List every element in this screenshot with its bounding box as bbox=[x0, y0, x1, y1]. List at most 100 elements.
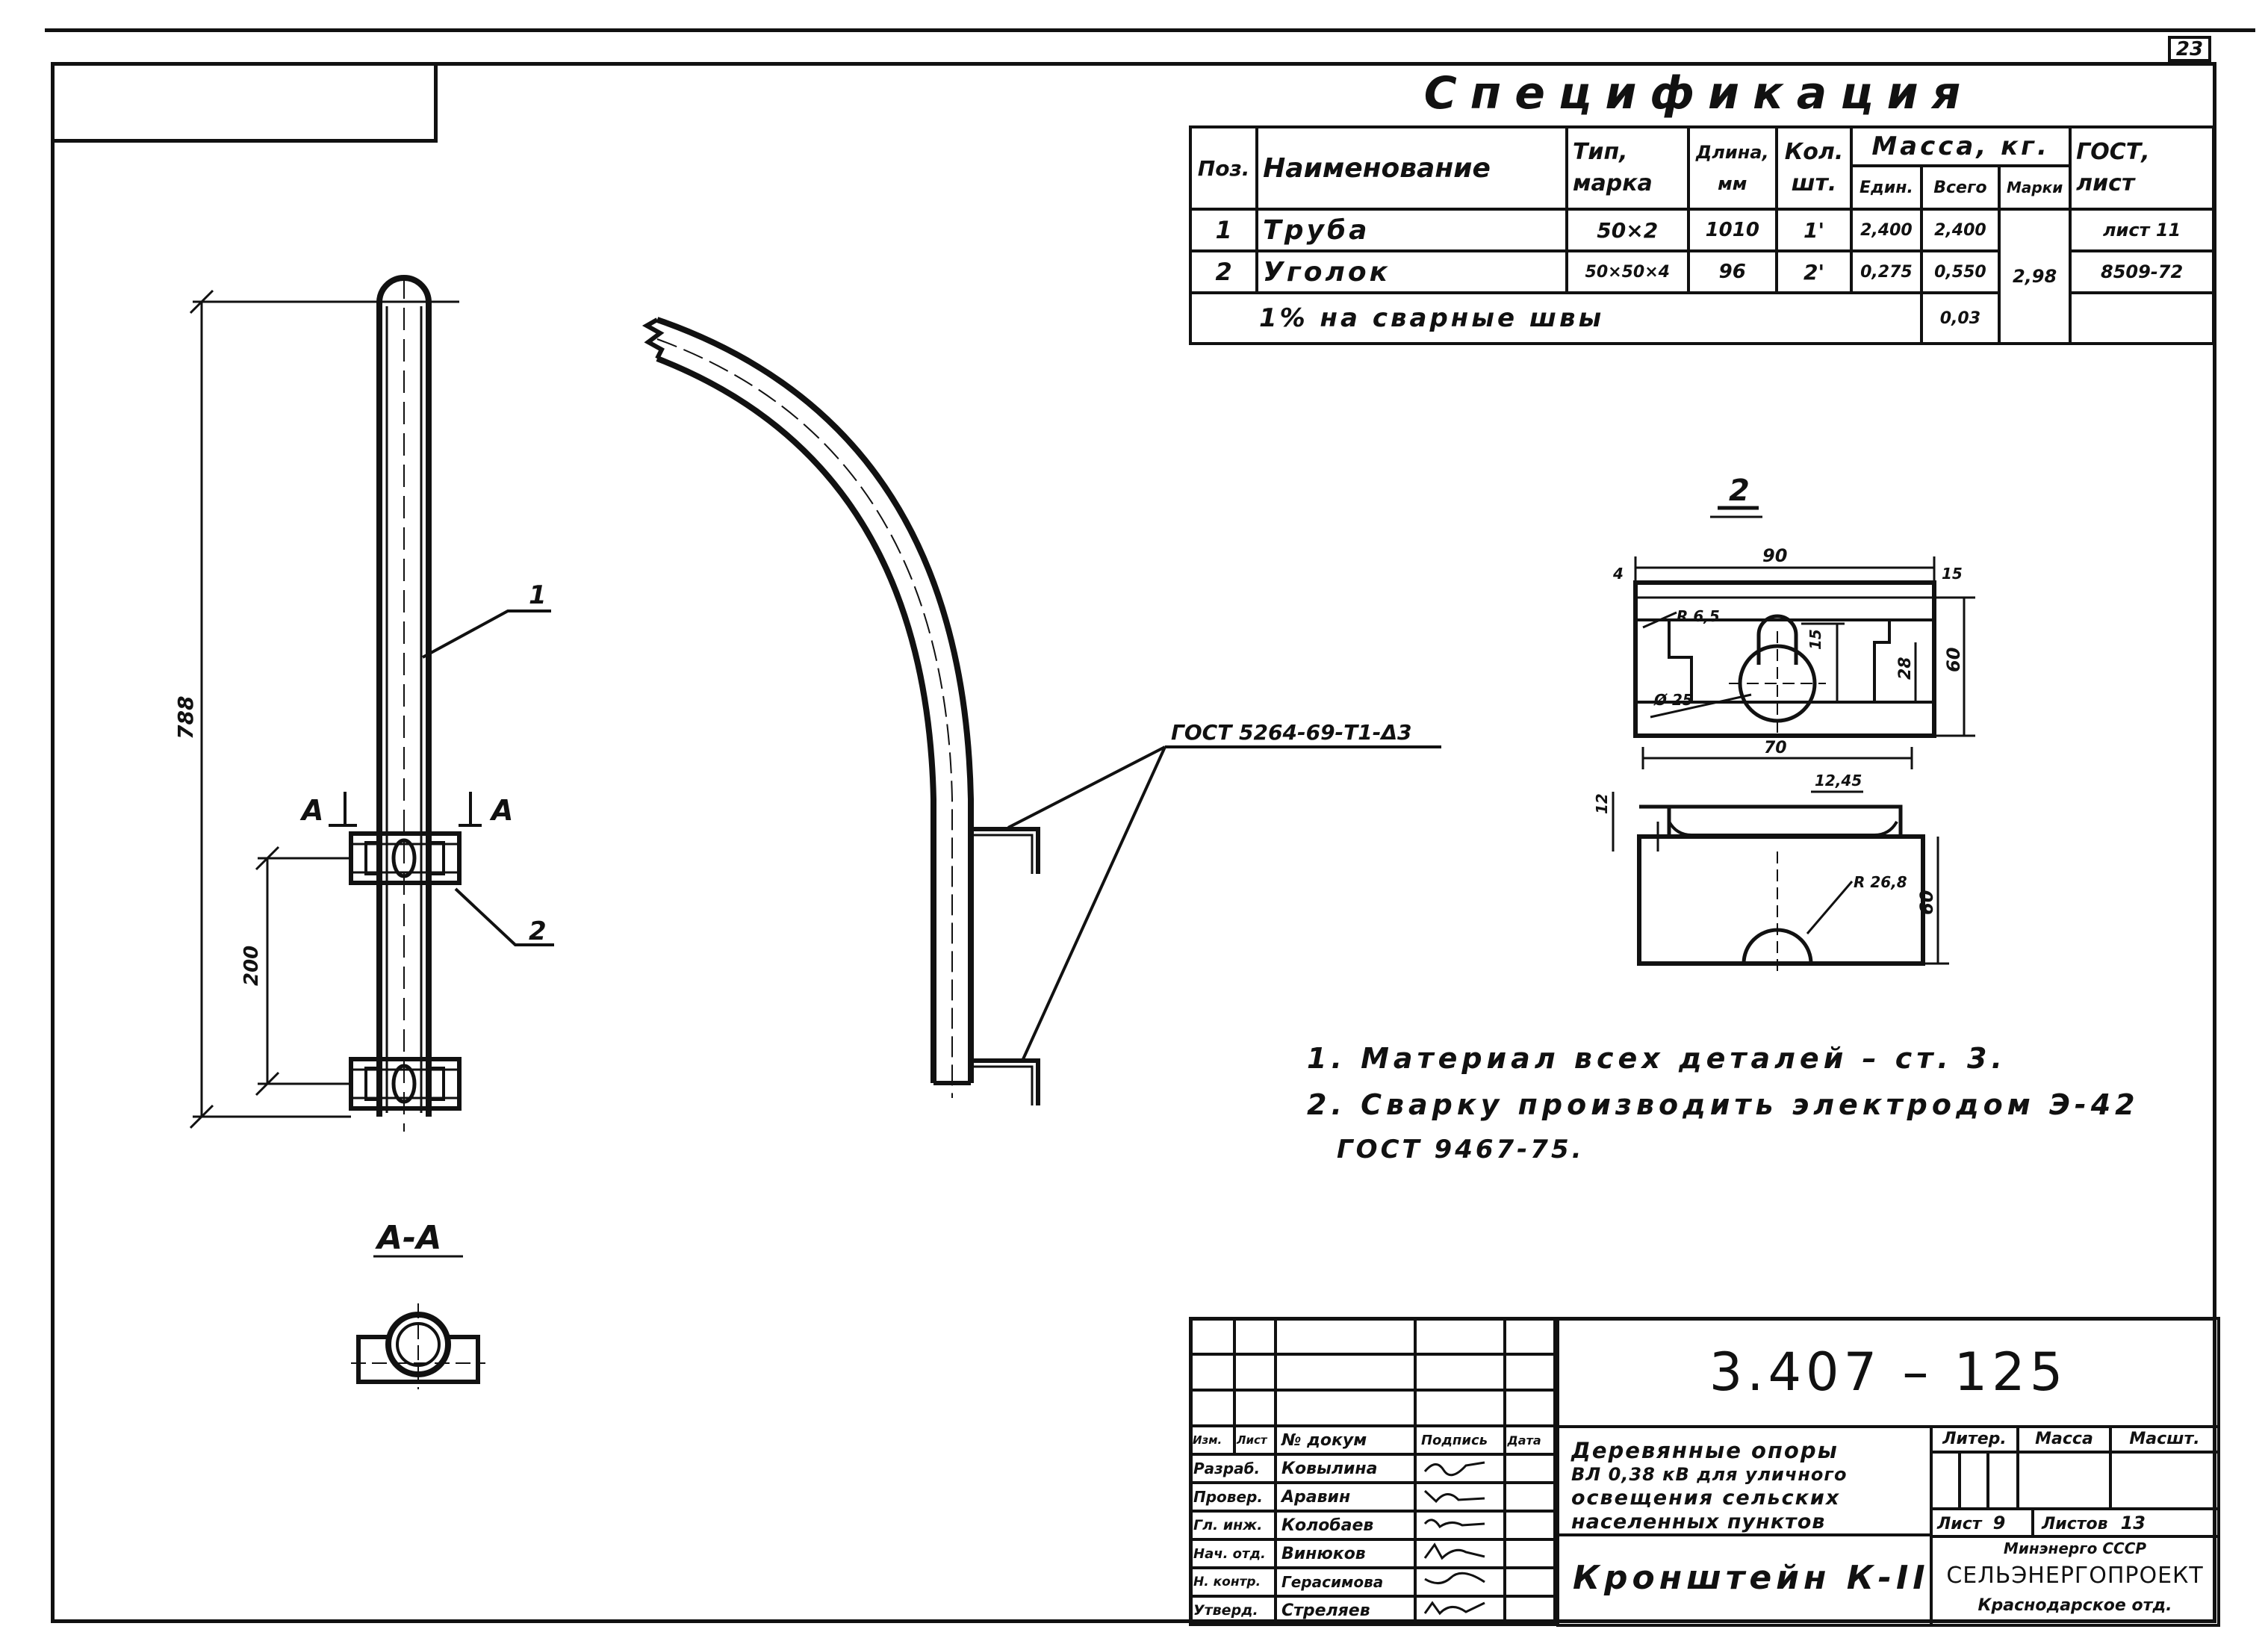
sheet-value: 9 bbox=[1992, 1513, 2006, 1533]
spec-row-2-type: 50×50×4 bbox=[1565, 249, 1690, 294]
notes: 1. Материал всех деталей – ст. 3. 2. Сва… bbox=[1307, 1042, 2140, 1164]
spec-weld-gost-empty bbox=[2069, 291, 2215, 345]
spec-row-2-length: 96 bbox=[1686, 249, 1778, 294]
dim-788-label: 788 bbox=[173, 696, 198, 739]
detail-dim-total-height: 60 bbox=[1943, 648, 1964, 672]
litera-cell-1 bbox=[1930, 1451, 1961, 1510]
col-date: Дата bbox=[1503, 1424, 1557, 1456]
section-mark-right: А bbox=[489, 794, 513, 827]
signature-scribble-2 bbox=[1423, 1489, 1485, 1504]
signoff-name-5: Герасимова bbox=[1273, 1566, 1417, 1598]
leader-2 bbox=[454, 887, 554, 946]
bracket-side-view bbox=[641, 317, 1040, 1105]
spec-row-2-qty: 2' bbox=[1774, 249, 1854, 294]
org-line-1: Минэнерго СССР bbox=[2003, 1539, 2147, 1557]
spec-row-2-name: Уголок bbox=[1255, 249, 1568, 294]
detail-dim-slot: 12,45 bbox=[1815, 772, 1862, 790]
signoff-row-4: Нач. отд. Винюков bbox=[1189, 1538, 1557, 1569]
description-line-3: освещения сельских bbox=[1571, 1486, 1841, 1510]
scale-label: Масшт. bbox=[2109, 1425, 2220, 1454]
signature-scribble-6 bbox=[1423, 1601, 1485, 1616]
spec-head-length-1: Длина, bbox=[1695, 142, 1769, 163]
col-izm: Изм. bbox=[1189, 1424, 1236, 1456]
spec-head-length: Длина, мм bbox=[1686, 125, 1778, 211]
organization-cell: Минэнерго СССР СЕЛЬЭНЕРГОПРОЕКТ Краснода… bbox=[1930, 1535, 2220, 1627]
corner-stamp-box bbox=[51, 62, 438, 143]
spec-head-length-2: мм bbox=[1718, 173, 1747, 194]
signature-scribble-5 bbox=[1424, 1572, 1485, 1584]
sheets-label: Листов bbox=[2042, 1515, 2108, 1533]
spec-row-2: 2 Уголок 50×50×4 96 2' 0,275 0,550 8509-… bbox=[1188, 249, 2215, 294]
spec-table: Поз. Наименование Тип, марка Длина, мм К… bbox=[1188, 125, 2215, 345]
org-line-3: Краснодарское отд. bbox=[1977, 1596, 2172, 1615]
signoff-row-1: Разраб. Ковылина bbox=[1189, 1453, 1557, 1484]
spec-head-qty-2: шт. bbox=[1791, 170, 1837, 196]
drawing-frame bbox=[51, 62, 2216, 1623]
sheets-value: 13 bbox=[2120, 1513, 2146, 1533]
spec-row-1-total: 2,400 bbox=[1919, 208, 2001, 252]
detail-dim-front-height: 60 bbox=[1916, 890, 1937, 915]
note-1: 1. Материал всех деталей – ст. 3. bbox=[1307, 1042, 2007, 1075]
section-aa-view bbox=[351, 1255, 485, 1389]
sheet-cell: Лист 9 bbox=[1930, 1507, 2034, 1538]
spec-row-2-pos: 2 bbox=[1188, 249, 1259, 294]
detail-dim-left-height: 12 bbox=[1593, 793, 1611, 814]
pipe-vertical-view bbox=[376, 275, 432, 1132]
signature-6 bbox=[1413, 1595, 1506, 1626]
sheet-label: Лист bbox=[1937, 1515, 1982, 1533]
revision-header-row: Изм. Лист № докум Подпись Дата bbox=[1189, 1424, 1557, 1456]
signature-3 bbox=[1413, 1510, 1506, 1541]
signature-1 bbox=[1413, 1453, 1506, 1484]
spec-head-mass-unit: Един. bbox=[1850, 164, 1923, 211]
doc-number-cell: 3.407 – 125 bbox=[1556, 1317, 2220, 1428]
title-block: Изм. Лист № докум Подпись Дата Разраб. К… bbox=[1189, 1317, 2220, 1627]
detail-dim-radius-left: R 6,5 bbox=[1677, 607, 1720, 625]
revision-grid: Изм. Лист № докум Подпись Дата Разраб. К… bbox=[1189, 1317, 1557, 1626]
spec-row-2-gost: 8509-72 bbox=[2069, 249, 2215, 294]
spec-title: Спецификация bbox=[1423, 67, 1975, 120]
spec-row-weld: 1% на сварные швы 0,03 bbox=[1189, 291, 2215, 345]
signoff-role-2: Провер. bbox=[1189, 1481, 1277, 1513]
spec-head-name: Наименование bbox=[1255, 125, 1568, 211]
spec-head-mass-total: Всего bbox=[1919, 164, 2001, 211]
col-ndoc: № докум bbox=[1273, 1424, 1417, 1456]
mass-value-cell bbox=[2016, 1451, 2112, 1510]
signoff-role-1: Разраб. bbox=[1189, 1453, 1277, 1484]
signoff-name-6: Стреляев bbox=[1273, 1595, 1417, 1626]
litera-cell-3 bbox=[1986, 1451, 2019, 1510]
spec-head-qty-1: Кол. bbox=[1784, 139, 1844, 165]
spec-row-1-gost: лист 11 bbox=[2069, 208, 2215, 252]
spec-head-mass-brand: Марки bbox=[1998, 164, 2072, 211]
signoff-role-4: Нач. отд. bbox=[1189, 1538, 1277, 1569]
section-cut-markers bbox=[329, 792, 482, 827]
spec-head-type-2: марка bbox=[1572, 170, 1653, 196]
doc-number: 3.407 – 125 bbox=[1709, 1341, 2068, 1403]
spec-head-gost-1: ГОСТ, bbox=[2076, 139, 2150, 165]
spec-row-1-name: Труба bbox=[1255, 208, 1568, 252]
drawing-name-cell: Кронштейн К-II bbox=[1556, 1533, 1933, 1627]
description-line-2: ВЛ 0,38 кВ для уличного bbox=[1571, 1464, 1848, 1485]
section-aa-title: А-А bbox=[375, 1219, 441, 1257]
litera-cell-2 bbox=[1958, 1451, 1989, 1510]
spec-row-1-unit: 2,400 bbox=[1850, 208, 1923, 252]
callout-2: 2 bbox=[529, 916, 547, 946]
spec-head-type: Тип, марка bbox=[1565, 125, 1690, 211]
drawing-name: Кронштейн К-II bbox=[1573, 1559, 1930, 1597]
signoff-name-4: Винюков bbox=[1273, 1538, 1417, 1569]
spec-head-pos: Поз. bbox=[1188, 125, 1259, 211]
signoff-role-6: Утверд. bbox=[1189, 1595, 1277, 1626]
dim-788 bbox=[189, 289, 459, 1129]
weld-gost-label: ГОСТ 5264-69-Т1-Δ3 bbox=[1171, 720, 1412, 745]
spec-row-2-unit: 0,275 bbox=[1850, 249, 1923, 294]
spec-row-1: 1 Труба 50×2 1010 1' 2,400 2,400 2,98 ли… bbox=[1188, 208, 2215, 345]
dim-200 bbox=[255, 846, 351, 1096]
signature-5 bbox=[1413, 1566, 1506, 1598]
spec-row-2-total: 0,550 bbox=[1919, 249, 2001, 294]
description-line-1: Деревянные опоры bbox=[1571, 1438, 1839, 1463]
dim-200-label: 200 bbox=[240, 946, 263, 986]
spec-row-1-type: 50×2 bbox=[1565, 208, 1690, 252]
detail-dim-bottom-width: 70 bbox=[1764, 739, 1787, 757]
spec-row-1-length: 1010 bbox=[1686, 208, 1778, 252]
detail-dim-top-width: 90 bbox=[1762, 545, 1787, 566]
